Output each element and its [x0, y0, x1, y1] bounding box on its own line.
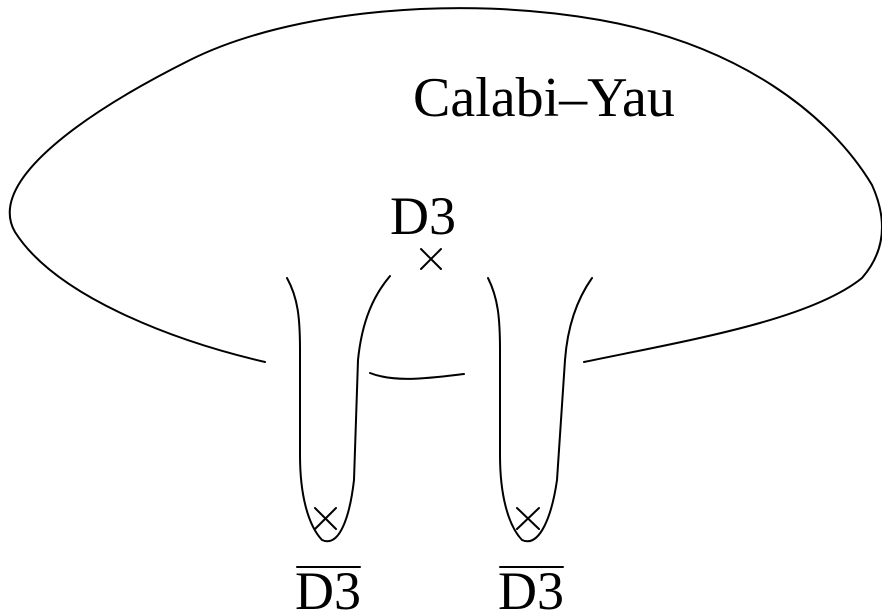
calabi-yau-outline — [8, 7, 882, 363]
left-throat — [286, 275, 391, 543]
anti-d3-left-cross-marker — [314, 507, 337, 530]
anti-d3-right-label: D3 — [498, 561, 564, 613]
manifold-label: Calabi–Yau — [413, 67, 675, 129]
d3-cross-marker — [420, 248, 442, 270]
anti-d3-left-label: D3 — [295, 561, 361, 613]
right-throat — [487, 277, 593, 543]
anti-d3-right-cross-marker — [516, 507, 540, 530]
d3-label: D3 — [390, 186, 456, 246]
inner-edge — [369, 372, 465, 380]
